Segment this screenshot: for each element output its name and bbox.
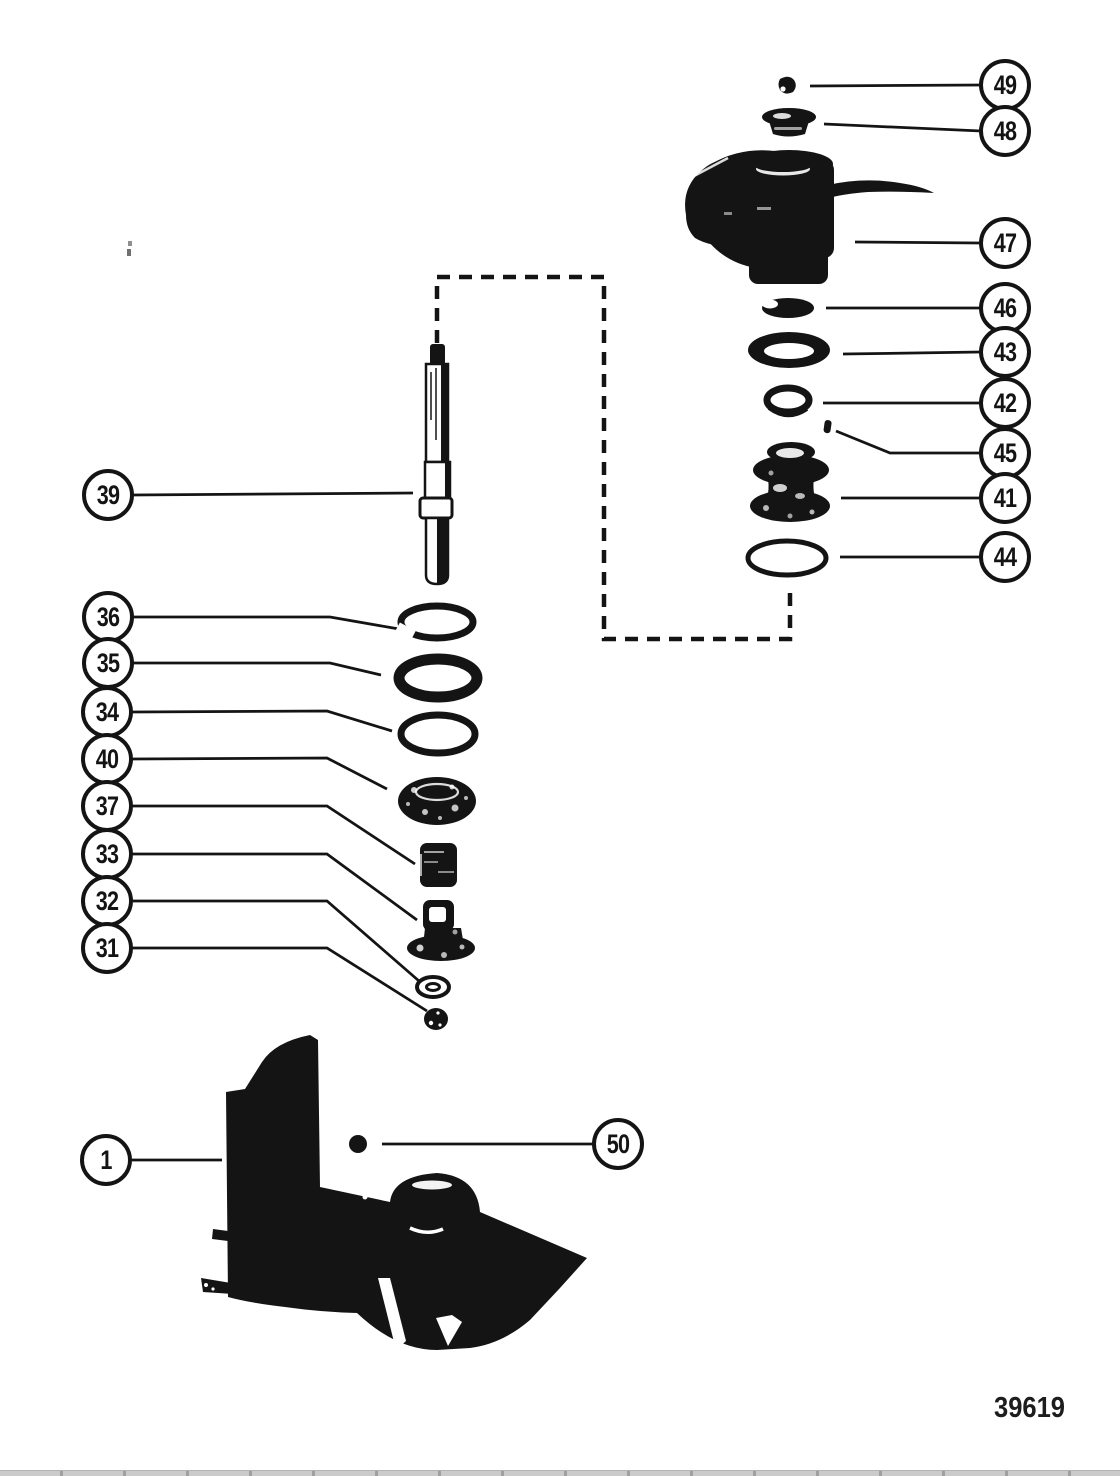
leader-line-33	[131, 852, 418, 922]
dashed-connector-line	[434, 274, 793, 642]
callout-36: 36	[82, 591, 134, 643]
scan-noise-dot	[128, 241, 132, 246]
leader-line-48	[823, 122, 982, 133]
drawing-number: 39619	[994, 1392, 1065, 1424]
callout-1: 1	[80, 1134, 132, 1186]
callout-35: 35	[82, 637, 134, 689]
callout-44: 44	[979, 531, 1031, 583]
leader-line-32	[131, 899, 420, 983]
callout-47: 47	[979, 217, 1031, 269]
callout-number: 33	[95, 838, 119, 869]
leader-line-31	[131, 946, 428, 1013]
callout-number: 36	[96, 601, 120, 632]
part-35-o-ring	[393, 653, 483, 703]
callout-number: 31	[95, 932, 119, 963]
callout-43: 43	[979, 326, 1031, 378]
assembly-connector-dashed-line	[434, 274, 793, 642]
callout-41: 41	[979, 472, 1031, 524]
part-31-nut	[424, 1008, 448, 1030]
part-47-upper-gear-housing	[685, 148, 934, 284]
part-42-retainer-ring	[763, 384, 813, 418]
callout-number: 44	[993, 541, 1017, 572]
part-41-spacer-spool	[750, 442, 830, 522]
callout-37: 37	[81, 780, 133, 832]
leader-line-34	[130, 709, 393, 733]
callout-34: 34	[81, 686, 133, 738]
callout-31: 31	[81, 922, 133, 974]
leader-line-47	[854, 240, 981, 245]
part-49-nut	[778, 76, 796, 94]
callout-number: 43	[993, 336, 1017, 367]
callout-number: 35	[96, 647, 120, 678]
callout-33: 33	[81, 828, 133, 880]
callout-40: 40	[81, 733, 133, 785]
callout-42: 42	[979, 377, 1031, 429]
part-37-spring	[419, 843, 457, 887]
leader-line-37	[131, 804, 416, 866]
callout-number: 39	[96, 479, 120, 510]
callout-49: 49	[979, 59, 1031, 111]
callout-number: 1	[100, 1144, 112, 1175]
callout-45: 45	[979, 427, 1031, 479]
part-1-gear-housing	[201, 1035, 587, 1350]
callout-number: 46	[993, 292, 1017, 323]
part-43-o-ring	[748, 332, 830, 368]
bottom-edge-strip	[0, 1470, 1120, 1476]
part-40-bearing	[398, 777, 476, 825]
part-39-drive-shaft	[418, 344, 454, 586]
callout-number: 32	[95, 885, 119, 916]
leader-lines	[130, 83, 982, 1162]
part-46-seal	[762, 298, 814, 318]
scan-noise-dot	[127, 249, 131, 256]
leader-line-49	[809, 83, 982, 88]
leader-line-45	[835, 429, 980, 455]
callout-number: 37	[95, 790, 119, 821]
leader-line-40	[130, 756, 388, 791]
part-36-snap-ring	[393, 602, 477, 643]
part-50-plug-dot	[349, 1135, 367, 1153]
callout-50: 50	[592, 1118, 644, 1170]
part-48-bushing	[762, 108, 816, 137]
part-32-washer	[415, 975, 451, 999]
callout-number: 49	[993, 69, 1017, 100]
leader-line-36	[132, 615, 400, 631]
callout-number: 40	[95, 743, 119, 774]
callout-number: 47	[993, 227, 1017, 258]
callout-39: 39	[82, 469, 134, 521]
callout-48: 48	[979, 105, 1031, 157]
leader-line-43	[842, 350, 981, 356]
part-44-o-ring	[745, 538, 829, 578]
callout-number: 45	[993, 437, 1017, 468]
callout-number: 42	[993, 387, 1017, 418]
callout-number: 34	[95, 696, 119, 727]
leader-line-39	[131, 491, 414, 497]
part-45-pin	[823, 420, 832, 434]
part-33-valve-fitting	[407, 900, 475, 961]
callout-32: 32	[81, 875, 133, 927]
leader-line-35	[132, 661, 382, 677]
callout-number: 48	[993, 115, 1017, 146]
part-34-o-ring	[397, 711, 479, 757]
callout-number: 50	[606, 1128, 630, 1159]
callout-number: 41	[993, 482, 1017, 513]
